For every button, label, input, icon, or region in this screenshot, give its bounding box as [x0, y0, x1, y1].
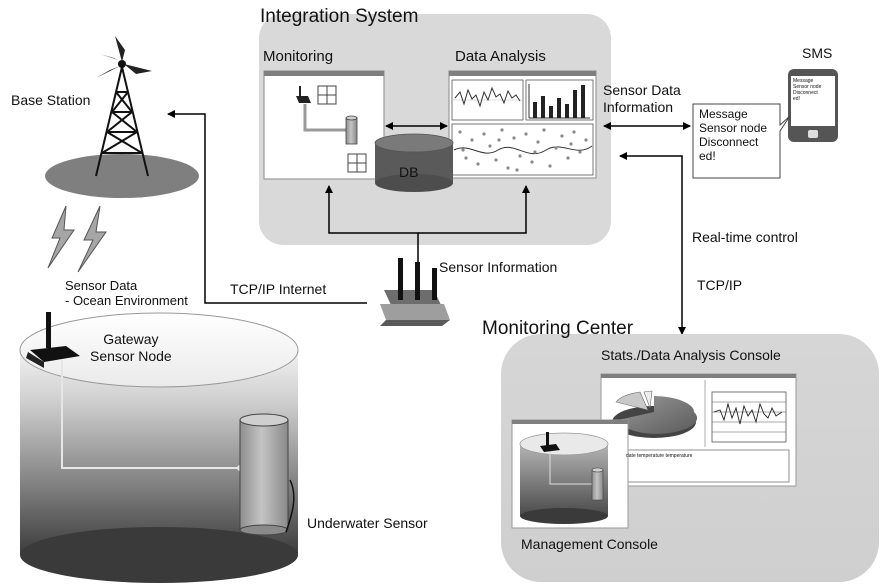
message-bubble [692, 103, 791, 179]
gateway-sensor-node-label: Gateway Sensor Node [90, 331, 172, 364]
grid-icon [347, 153, 367, 173]
sms-label: SMS [802, 45, 833, 61]
phone-icon [788, 69, 838, 142]
stats-console-label: Stats./Data Analysis Console [601, 347, 781, 363]
bubble-message-text: Message Sensor node Disconnect ed! [699, 107, 768, 164]
data-analysis-label: Data Analysis [455, 48, 546, 65]
underwater-sensor-icon [239, 413, 289, 536]
pie-chart-icon [612, 390, 698, 438]
phone-message-text: Message Sensor node Disconnect ed! [793, 78, 822, 102]
monitoring-window [263, 70, 385, 180]
sensor-data-ocean-label: Sensor Data - Ocean Environment [65, 278, 188, 309]
monitoring-label: Monitoring [263, 48, 334, 65]
tcp-ip-internet-label: TCP/IP Internet [230, 281, 327, 297]
underwater-sensor-label: Underwater Sensor [307, 515, 428, 531]
scatter-points [458, 128, 588, 172]
feed-monitoring-arrow [325, 185, 419, 262]
integration-system-title: Integration System [260, 6, 419, 27]
mini-tank-icon [519, 432, 609, 524]
gateway-router-icon [26, 312, 80, 368]
db-label: DB [399, 164, 419, 180]
ocean-tank [19, 312, 299, 583]
realtime-control-arrow [619, 152, 686, 335]
real-time-control-label: Real-time control [692, 229, 798, 245]
antenna-tower-icon [45, 36, 199, 198]
base-station-label: Base Station [11, 92, 91, 108]
line-chart-icon [454, 86, 521, 108]
mini-router-icon [296, 86, 311, 103]
router-icon [380, 258, 450, 326]
bar-chart-icon [528, 84, 590, 119]
feed-analysis-arrow [418, 185, 530, 234]
sensor-information-label: Sensor Information [439, 259, 558, 275]
tcpip-internet-arrow [167, 110, 367, 304]
database-icon [374, 133, 454, 192]
management-console-label: Management Console [521, 536, 658, 552]
data-analysis-window [448, 70, 597, 179]
table-header: date temperature temperature [626, 453, 693, 459]
management-console-window [511, 419, 629, 529]
tcp-ip-label: TCP/IP [697, 277, 743, 293]
line-chart-icon [711, 391, 787, 443]
mini-sensor-icon [345, 115, 358, 145]
lightning-icon [47, 205, 107, 273]
grid-icon [317, 85, 337, 105]
stats-console-window [600, 373, 797, 487]
sensor-data-information-label: Sensor Data Information [603, 82, 681, 115]
monitoring-center-title: Monitoring Center [482, 318, 634, 339]
